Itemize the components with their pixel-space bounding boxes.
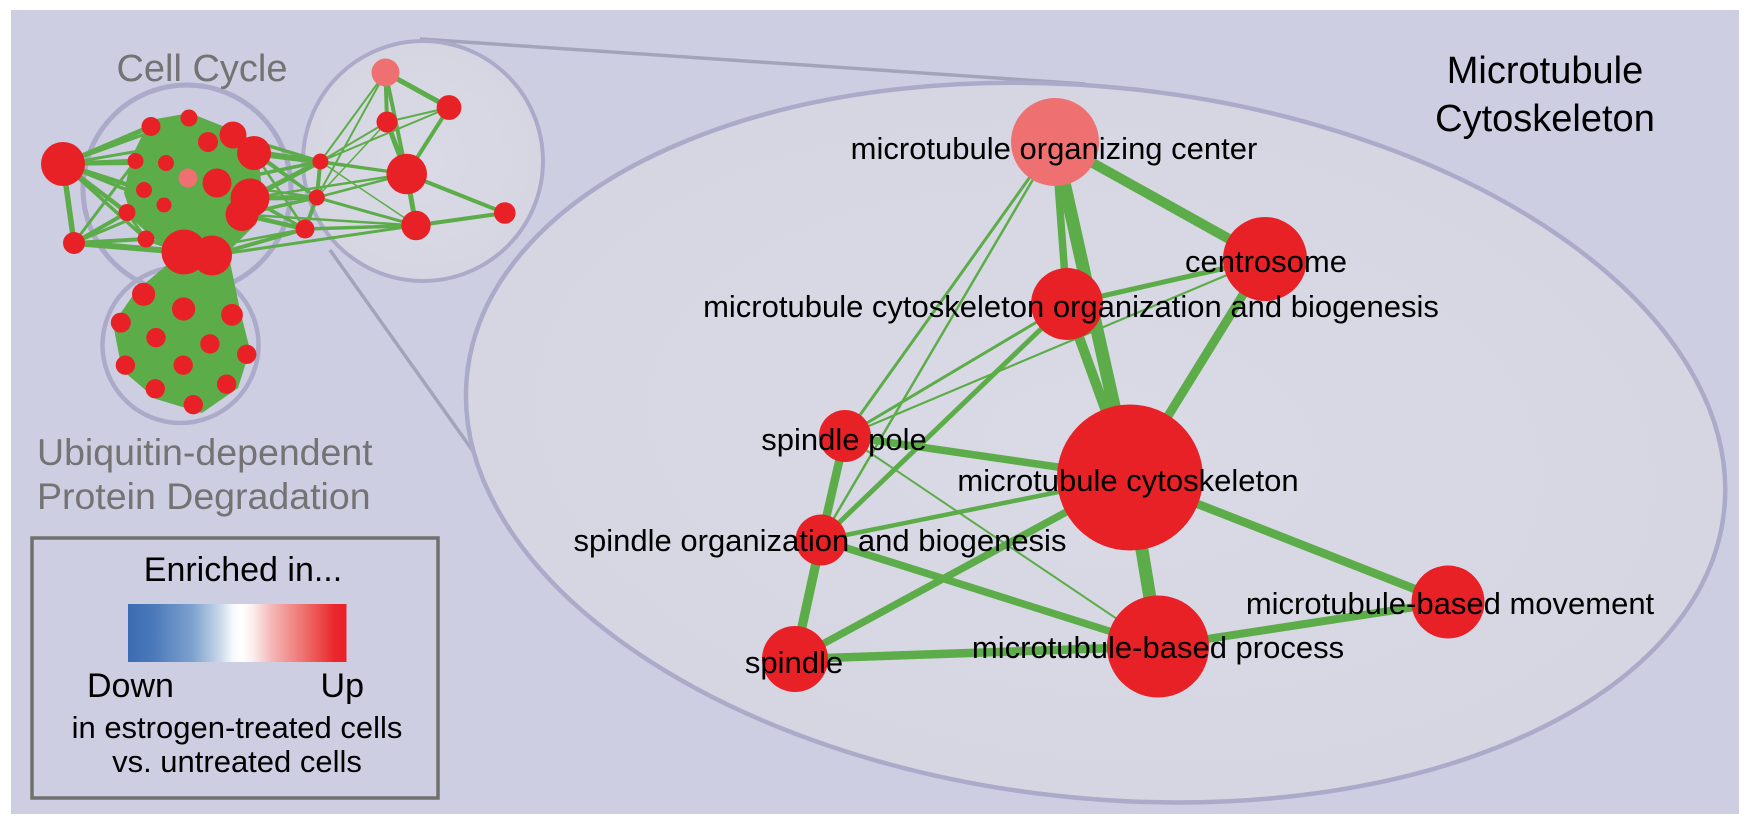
svg-text:Up: Up (321, 667, 364, 705)
svg-text:Protein Degradation: Protein Degradation (37, 475, 371, 517)
svg-text:Cell Cycle: Cell Cycle (116, 48, 287, 90)
svg-text:microtubule cytoskeleton organ: microtubule cytoskeleton organization an… (703, 289, 1439, 324)
svg-text:Down: Down (87, 667, 174, 705)
svg-text:Enriched in...: Enriched in... (144, 551, 342, 589)
svg-text:spindle pole: spindle pole (761, 422, 926, 457)
svg-text:spindle: spindle (745, 645, 843, 680)
svg-text:Microtubule: Microtubule (1447, 50, 1643, 92)
svg-text:microtubule organizing center: microtubule organizing center (851, 131, 1258, 166)
svg-text:vs. untreated cells: vs. untreated cells (112, 744, 362, 779)
svg-text:microtubule-based process: microtubule-based process (972, 630, 1344, 665)
svg-text:Ubiquitin-dependent: Ubiquitin-dependent (37, 431, 373, 473)
svg-text:in estrogen-treated cells: in estrogen-treated cells (72, 710, 403, 745)
svg-text:microtubule cytoskeleton: microtubule cytoskeleton (957, 463, 1298, 498)
svg-text:spindle organization and bioge: spindle organization and biogenesis (574, 523, 1067, 558)
svg-text:microtubule-based movement: microtubule-based movement (1246, 586, 1655, 621)
svg-text:Cytoskeleton: Cytoskeleton (1435, 98, 1655, 140)
svg-text:centrosome: centrosome (1185, 244, 1347, 279)
